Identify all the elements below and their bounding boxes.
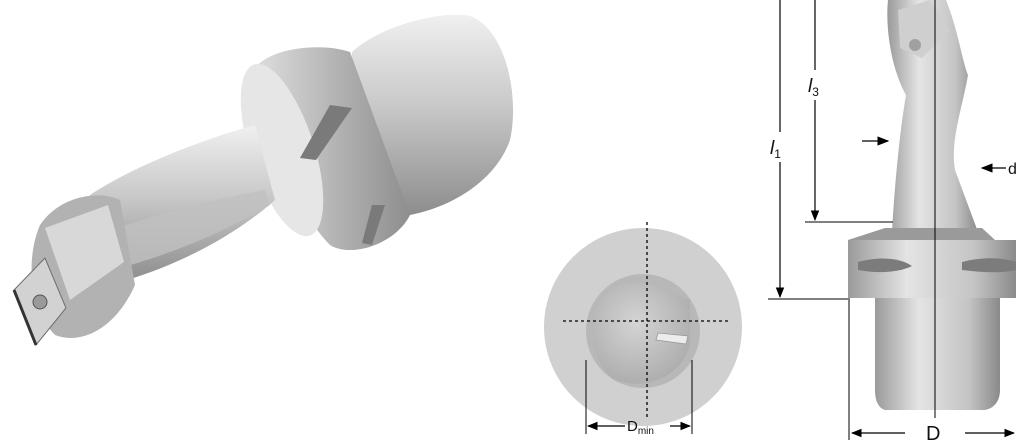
bar-facet xyxy=(100,190,270,270)
side-flange-slot-right xyxy=(962,258,1016,273)
dmin-label: Dmin xyxy=(627,418,654,437)
l1-label-bg xyxy=(765,132,793,162)
tool-3d-view xyxy=(12,14,514,346)
d-label: d xyxy=(1008,161,1016,178)
bar-cross-section xyxy=(592,282,690,384)
insert-screw xyxy=(32,294,48,310)
l1-label: l1 xyxy=(770,138,781,161)
flange-slot-lower xyxy=(362,205,385,245)
flange-slot-upper xyxy=(300,105,352,160)
head-face xyxy=(45,205,124,300)
side-flange-slot-left xyxy=(858,258,912,273)
side-bar-body xyxy=(887,0,978,232)
l3-label: l3 xyxy=(808,76,819,99)
D-label-bg xyxy=(922,418,948,443)
side-insert-screw xyxy=(909,39,921,51)
tool-side-view: l1 l3 d D xyxy=(765,0,1016,443)
tool-end-view: Dmin xyxy=(544,222,742,437)
l3-label-bg xyxy=(803,70,831,100)
flange-face xyxy=(240,63,324,237)
side-neck xyxy=(848,228,995,240)
side-shank xyxy=(875,298,1000,410)
insert-notch xyxy=(655,332,689,345)
insert-edge xyxy=(12,289,38,346)
D-label: D xyxy=(926,423,940,443)
